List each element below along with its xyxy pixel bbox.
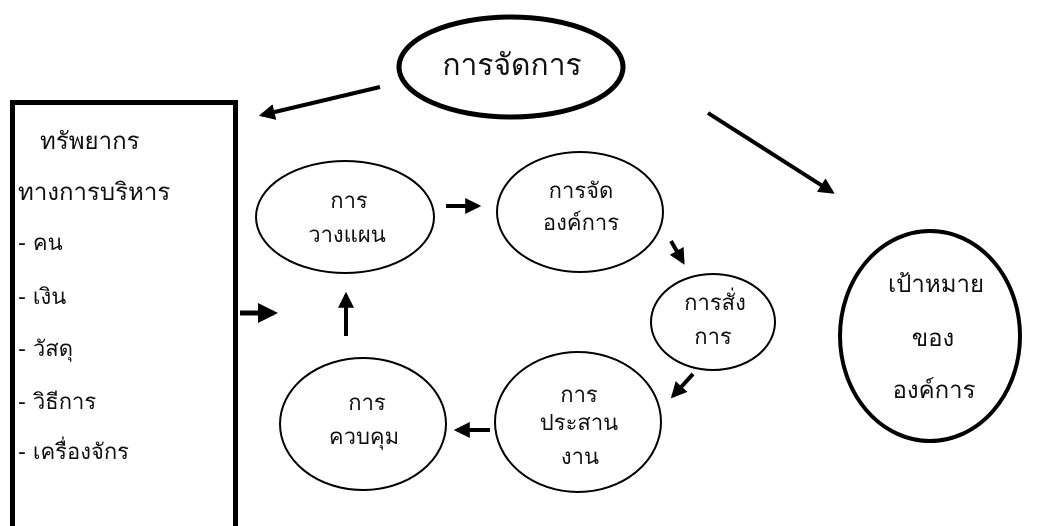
resource-item: - วัสดุ: [18, 337, 73, 362]
resource-item: - วิธีการ: [18, 390, 97, 415]
organizing-ellipse: [496, 151, 664, 273]
planning-label-line1: การ: [330, 189, 368, 214]
management-label: การจัดการ: [442, 48, 582, 83]
controlling-label-line1: การ: [348, 391, 386, 416]
arrow-organizing-to-directing: [669, 240, 685, 265]
directing-label-line1: การสั่ง: [684, 291, 746, 316]
coordinating-label-line1: การ: [560, 383, 598, 408]
resources-title-line1: ทรัพยากร: [40, 127, 140, 155]
coordinating-label-line3: งาน: [560, 445, 600, 470]
arrow-management-to-resources: [258, 85, 381, 120]
controlling-ellipse: [279, 357, 447, 491]
directing-label-line2: การ: [694, 325, 732, 350]
resources-title-line2: ทางการบริหาร: [18, 178, 171, 206]
resource-item: - คน: [18, 231, 63, 256]
planning-ellipse: [255, 160, 435, 274]
organizing-label-line2: องค์การ: [542, 211, 620, 236]
resource-item: - เครื่องจักร: [18, 440, 129, 465]
planning-label-line2: วางแผน: [308, 223, 386, 248]
resources-box: [10, 100, 238, 526]
arrow-management-to-goal: [706, 111, 835, 194]
coordinating-ellipse: [494, 351, 662, 493]
arrow-directing-to-coordinating: [670, 372, 695, 399]
goal-label-line2: ของ: [911, 324, 955, 352]
goal-label-line1: เป้าหมาย: [887, 270, 985, 298]
resource-item: - เงิน: [18, 285, 67, 310]
goal-label-line3: องค์การ: [892, 376, 976, 404]
coordinating-label-line2: ประสาน: [539, 411, 619, 436]
directing-ellipse: [650, 273, 776, 371]
controlling-label-line2: ควบคุม: [328, 425, 400, 450]
management-ellipse: [396, 14, 626, 120]
goal-ellipse: [838, 229, 1022, 443]
organizing-label-line1: การจัด: [548, 179, 614, 204]
